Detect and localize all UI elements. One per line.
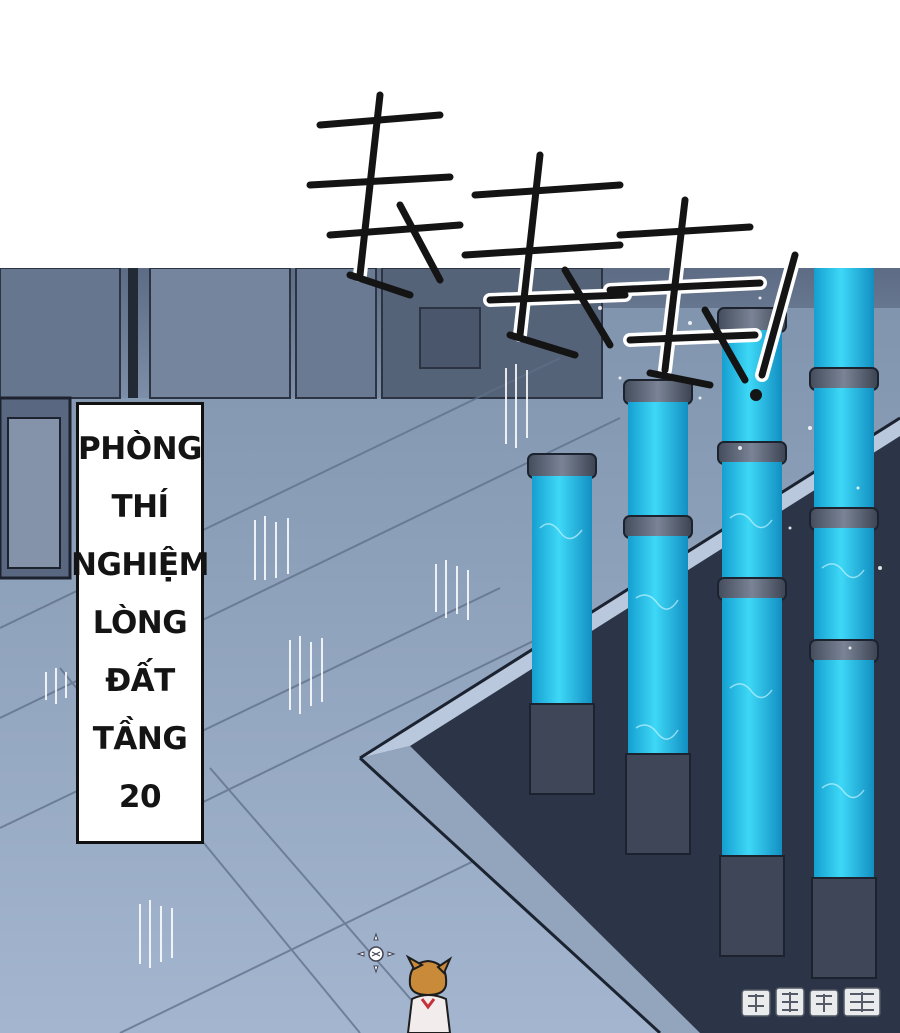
- caption-line-5: ĐẤT: [105, 663, 175, 699]
- caption-line-4: LÒNG: [92, 605, 188, 641]
- caption-line-2: THÍ: [111, 489, 169, 525]
- caption-line-1: PHÒNG: [78, 431, 202, 467]
- scene-illustration: [0, 268, 900, 1033]
- caption-box: PHÒNG THÍ NGHIỆM LÒNG ĐẤT TẦNG 20: [71, 402, 209, 844]
- caption-line-3: NGHIỆM: [71, 547, 209, 583]
- publisher-logo: [738, 982, 888, 1022]
- caption-line-6: TẦNG: [92, 721, 188, 757]
- tank-group: [527, 268, 879, 979]
- sound-effect: [290, 85, 820, 405]
- sound-effect-ink: [306, 91, 799, 389]
- caption-line-7: 20: [118, 779, 162, 815]
- laboratory-scene: [0, 268, 900, 1033]
- sparkle-icon: [354, 930, 398, 974]
- character-figure: [404, 954, 454, 1033]
- sound-effect-strokes: [303, 88, 802, 401]
